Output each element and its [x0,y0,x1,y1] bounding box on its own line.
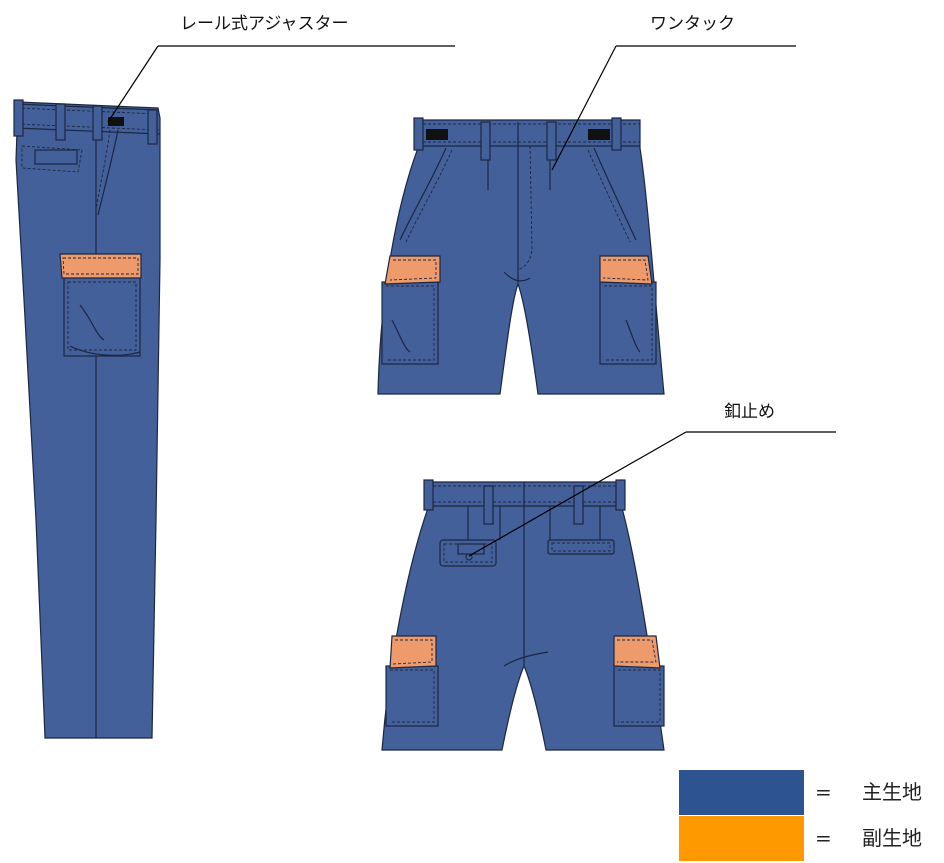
adjuster-tab-right [588,129,610,140]
legend-equals: = [815,826,832,850]
shorts-back-view [381,479,665,751]
main-fabric-swatch [679,770,804,815]
adjuster-tab [108,117,124,126]
sub-fabric-label: 副生地 [862,826,922,850]
button-callout-label: 釦止め [724,402,775,422]
adjuster-callout-label: レール式アジャスター [180,14,349,34]
long-pants-side-view [13,99,161,739]
callout-leaders [107,45,836,557]
sub-fabric-swatch [679,816,804,861]
button-icon [465,553,473,561]
adjuster-tab-left [426,129,448,140]
shorts-front-view [377,117,665,395]
legend-equals: = [815,780,832,804]
main-fabric-label: 主生地 [862,780,922,804]
tuck-callout-label: ワンタック [650,14,735,34]
pocket-flap-sub-fabric [59,253,142,279]
